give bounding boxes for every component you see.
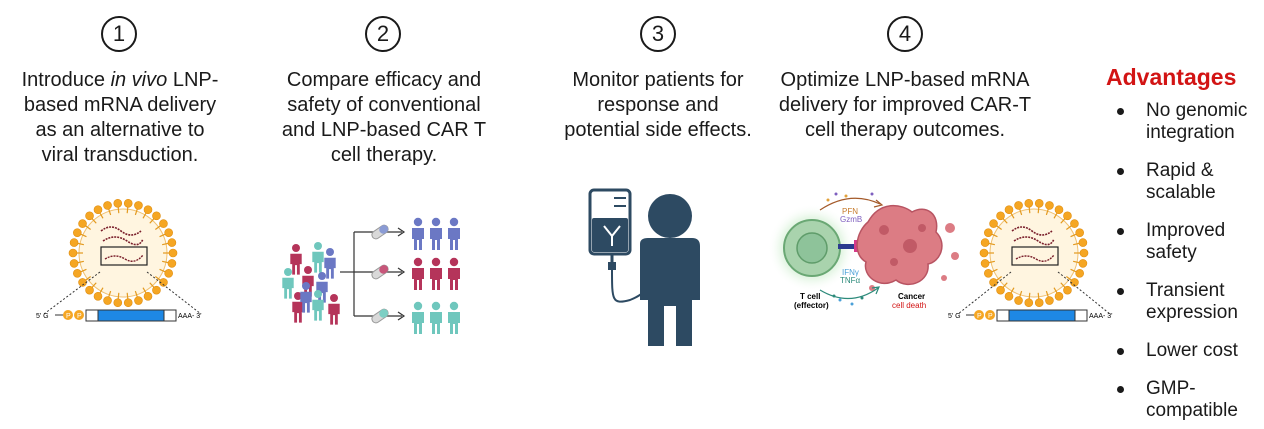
advantages-title: Advantages [1106,64,1237,90]
advantage-item: Lower cost [1112,340,1247,362]
tcell-sublabel: (effector) [794,301,829,310]
step-number-2: 2 [365,16,401,52]
text: expression [1146,302,1238,323]
step-number-3: 3 [640,16,676,52]
step-3-description: Monitor patients for response and potent… [540,68,776,143]
text: LNP- [167,69,219,91]
step-4-description: Optimize LNP-based mRNA delivery for imp… [778,68,1032,143]
step-number-4: 4 [887,16,923,52]
text: potential side effects. [564,119,752,141]
text: compatible [1146,400,1238,421]
text: viral transduction. [41,144,199,166]
text: Rapid & [1146,160,1214,181]
patient-crowd [282,242,340,325]
phosphate-label: P [66,313,71,320]
three-prime-label: AAA- 3' [1089,313,1113,320]
three-prime-label: AAA- 3' [178,313,202,320]
phosphate-label: P [977,313,982,320]
step-1-description: Introduce in vivo LNP- based mRNA delive… [0,68,240,168]
text: Compare efficacy and [286,69,482,91]
step-number-1: 1 [101,16,137,52]
text: No genomic [1146,100,1248,121]
pill-icons [371,224,389,324]
text: Transient [1146,280,1225,301]
mrna-construct-1: 5' G P P AAA- 3' [36,271,202,322]
text: cell therapy outcomes. [804,119,1006,141]
text: scalable [1146,182,1216,203]
gzmb-label: GzmB [840,215,862,224]
text: integration [1146,122,1235,143]
text: Introduce [21,69,111,91]
text: Monitor patients for [572,69,744,91]
step-2-description: Compare efficacy and safety of conventio… [264,68,504,168]
tnfa-label: TNFα [840,276,861,285]
lnp-particle-2 [979,198,1089,308]
phosphate-label: P [988,313,993,320]
text: as an alternative to [35,119,205,141]
text-italic: in vivo [110,69,168,91]
lnp-particle-1 [68,198,178,308]
text: Lower cost [1146,340,1238,361]
cytokine-dots [826,192,874,306]
cancer-sublabel: cell death [892,301,926,310]
text: safety of conventional [287,94,481,116]
treatment-groups [412,217,460,334]
five-prime-label: 5' G [36,313,49,320]
text: and LNP-based CAR T [281,119,487,141]
advantage-item: GMP-compatible [1112,378,1247,422]
phosphate-label: P [77,313,82,320]
text: delivery for improved CAR-T [778,94,1032,116]
text: GMP- [1146,378,1196,399]
patient-figure [640,194,700,346]
mrna-construct-2: 5' G P P AAA- 3' [948,271,1113,322]
advantage-item: Rapid &scalable [1112,160,1247,204]
ifng-label: IFNγ [842,268,859,277]
tcell-label: T cell [800,292,820,301]
text: cell therapy. [330,144,438,166]
five-prime-label: 5' G [948,313,961,320]
cancer-label: Cancer [898,292,925,301]
text: response and [597,94,719,116]
pfn-label: PFN [842,207,858,216]
text: safety [1146,242,1197,263]
text: based mRNA delivery [23,94,217,116]
text: Optimize LNP-based mRNA [780,69,1030,91]
cancer-cell [856,205,959,291]
text: Improved [1146,220,1226,241]
